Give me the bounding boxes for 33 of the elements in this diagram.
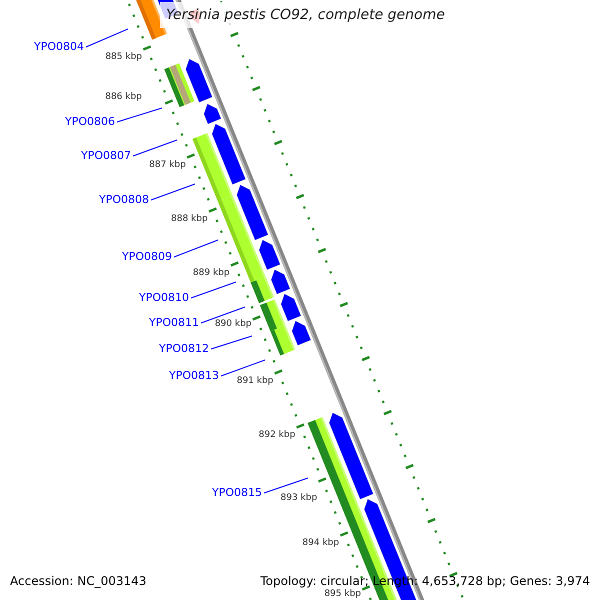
gene-label: YPO0808 <box>98 193 149 207</box>
position-label: 888 kbp <box>171 214 208 224</box>
position-label: 887 kbp <box>149 160 186 170</box>
gene-label: YPO0804 <box>34 40 84 54</box>
gene-label: YPO0813 <box>168 369 219 383</box>
leader-line <box>190 282 236 298</box>
leader-line <box>220 360 266 376</box>
gene-label: YPO0806 <box>64 115 115 129</box>
leader-line <box>86 28 128 48</box>
position-label: 886 kbp <box>105 92 142 102</box>
position-label: 890 kbp <box>214 318 252 330</box>
leader-line <box>200 306 246 324</box>
position-label: 894 kbp <box>302 538 340 548</box>
gene-label: YPO0810 <box>138 291 189 305</box>
leader-line <box>116 108 162 122</box>
gene-label: YPO0807 <box>80 149 131 163</box>
leader-line <box>132 140 178 156</box>
leader-line <box>150 184 196 200</box>
footer-text: Accession: NC_003143 <box>10 574 146 588</box>
position-label: 885 kbp <box>105 52 142 62</box>
leader-line <box>264 478 308 494</box>
position-label: 892 kbp <box>258 430 296 440</box>
gene-label: YPO0812 <box>158 342 209 356</box>
gene-label: YPO0809 <box>122 250 172 264</box>
position-label: 889 kbp <box>192 268 230 278</box>
gene-label: YPO0811 <box>148 316 199 330</box>
position-label: 895 kbp <box>324 588 361 600</box>
position-label: 891 kbp <box>236 376 274 386</box>
position-label: 893 kbp <box>280 492 318 504</box>
leader-line <box>174 240 218 258</box>
leader-line <box>210 336 252 350</box>
gene-label: YPO0815 <box>212 486 262 500</box>
footer-text: Topology: circular; Length: 4,653,728 bp; Genes: 3,974 <box>260 574 590 588</box>
